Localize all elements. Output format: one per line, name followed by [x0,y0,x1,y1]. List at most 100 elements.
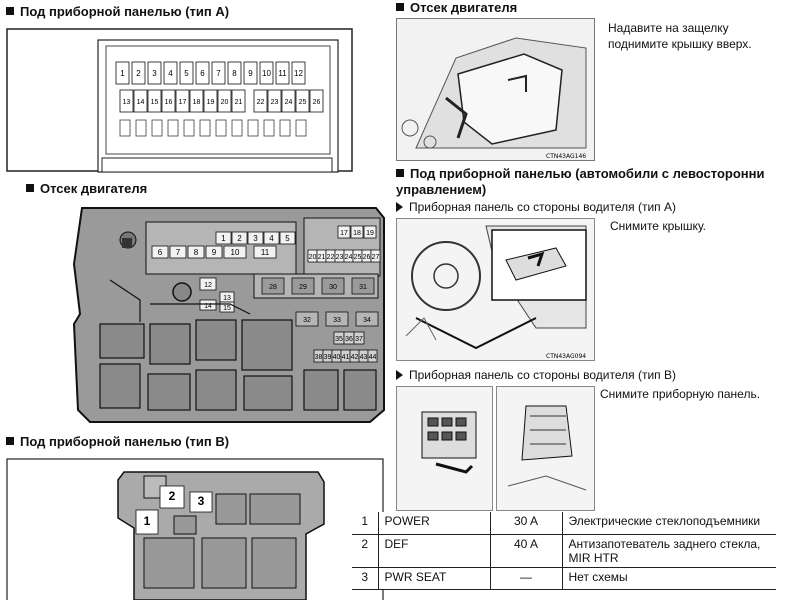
engine-fuse-17-slot [337,225,351,239]
dash-b-fuse-2-slot [159,485,185,509]
dash-a-fuse-15-slot [147,89,162,113]
heading-engine-left: Отсек двигателя [26,181,147,196]
dash-a-fuse-23-slot [267,89,282,113]
engine-fuse-17-label: 17 [340,230,348,237]
dash-a-fuse-14-label: 14 [137,99,145,106]
engine-fuse-38: 38 [313,349,324,363]
dash-b-fuse-3: 3 [189,491,213,513]
engine-fuse-34-slot [355,311,379,327]
dash-a-fuse-16: 16 [161,89,176,113]
dash-a-fuse-8: 8 [227,61,242,85]
engine-fuse-33: 33 [325,311,349,327]
fuse-description: Антизапотеватель заднего стекла, MIR HTR [562,534,776,568]
engine-fuse-44: 44 [367,349,378,363]
dash-a-fuse-4: 4 [163,61,178,85]
engine-fuse-5-label: 5 [285,234,290,243]
fuse-amperage: — [490,567,563,590]
engine-fuse-44-label: 44 [369,354,377,361]
dash-a-fuse-17: 17 [175,89,190,113]
dash-b-fuse-1-slot [135,509,159,535]
subheading-driver-type-a: Приборная панель со стороны водителя (ти… [396,200,676,214]
engine-fuse-8: 8 [187,245,205,259]
dash-b-fuse-2: 2 [159,485,185,509]
dash-a-fuse-1-slot [115,61,130,85]
dash-a-fuse-6: 6 [195,61,210,85]
engine-fuse-28-label: 28 [269,284,277,291]
engine-fuse-30-label: 30 [329,284,337,291]
fuse-number: 3 [352,567,379,590]
engine-fuse-23-label: 23 [336,254,344,261]
engine-fuse-27-label: 27 [372,254,380,261]
engine-fuse-24: 24 [343,249,354,263]
engine-fuse-3-slot [247,231,264,245]
triangle-right-icon [396,202,403,212]
fuse-name: POWER [378,512,491,535]
engine-fuse-15-slot [219,301,235,313]
engine-fuse-31-slot [351,277,375,295]
engine-fuse-23: 23 [334,249,345,263]
engine-fuse-12: 12 [199,277,217,291]
engine-fuse-3: 3 [247,231,264,245]
heading-engine-right: Отсек двигателя [396,0,517,15]
engine-fuse-10-label: 10 [231,248,240,257]
fuse-number: 1 [352,512,379,535]
dash-a-fuse-8-label: 8 [232,69,237,78]
engine-fuse-5: 5 [279,231,296,245]
dash-a-fuse-22-label: 22 [257,99,265,106]
fuse-description: Электрические стеклоподъемники [562,512,776,535]
instruction-engine-cover: Надавите на защелку поднимите крышку вве… [608,21,752,51]
engine-fuse-40-label: 40 [333,354,341,361]
dash-a-fuse-2-slot [131,61,146,85]
dash-a-fuse-11-slot [275,61,290,85]
dash-a-fuse-14-slot [133,89,148,113]
engine-fuse-6-slot [151,245,169,259]
engine-fuse-31: 31 [351,277,375,295]
dash-a-fuse-22-slot [253,89,268,113]
dash-a-fuse-13-slot [119,89,134,113]
dash-a-fuse-13-label: 13 [123,99,131,106]
dash-a-fuse-3-label: 3 [152,69,157,78]
engine-fuse-39-label: 39 [324,354,332,361]
dash-a-fuse-20-label: 20 [221,99,229,106]
engine-fuse-26: 26 [361,249,372,263]
dash-a-fuse-13: 13 [119,89,134,113]
engine-fuse-4-label: 4 [269,234,274,243]
engine-fuse-2: 2 [231,231,248,245]
dash-a-fuse-21-label: 21 [235,99,243,106]
engine-fuse-15-label: 15 [223,305,231,312]
engine-fuse-41-label: 41 [342,354,350,361]
engine-fuse-10-slot [223,245,247,259]
engine-fuse-37: 37 [353,331,365,345]
dash-a-fuse-26-slot [309,89,324,113]
driver-panel-type-a-illustration: CTN43AG094 [396,218,595,361]
engine-fuse-29-label: 29 [299,284,307,291]
dash-a-fuse-1-label: 1 [120,69,125,78]
engine-fuse-22-label: 22 [327,254,335,261]
dash-a-fuse-23: 23 [267,89,282,113]
engine-fuse-37-label: 37 [355,336,363,343]
engine-fuse-24-label: 24 [345,254,353,261]
engine-fuse-20: 20 [307,249,318,263]
fuse-number: 2 [352,534,379,568]
dash-a-fuse-17-slot [175,89,190,113]
dash-a-fuse-5-slot [179,61,194,85]
dash-a-fuse-10-slot [259,61,274,85]
dash-b-fuse-3-slot [189,491,213,513]
engine-fuse-7-slot [169,245,187,259]
heading-dash-lhd: Под приборной панелью (автомобили с лево… [396,166,765,197]
engine-fuse-28-slot [261,277,285,295]
engine-long-fuses: 28 29 30 31 [261,277,375,295]
engine-fuse-9-slot [205,245,223,259]
dash-a-fuse-2-label: 2 [136,69,141,78]
dash-a-fuse-10-label: 10 [262,69,271,78]
engine-fuse-30: 30 [321,277,345,295]
dash-b-fuse-1: 1 [135,509,159,535]
engine-fuse-14-slot [199,299,217,311]
